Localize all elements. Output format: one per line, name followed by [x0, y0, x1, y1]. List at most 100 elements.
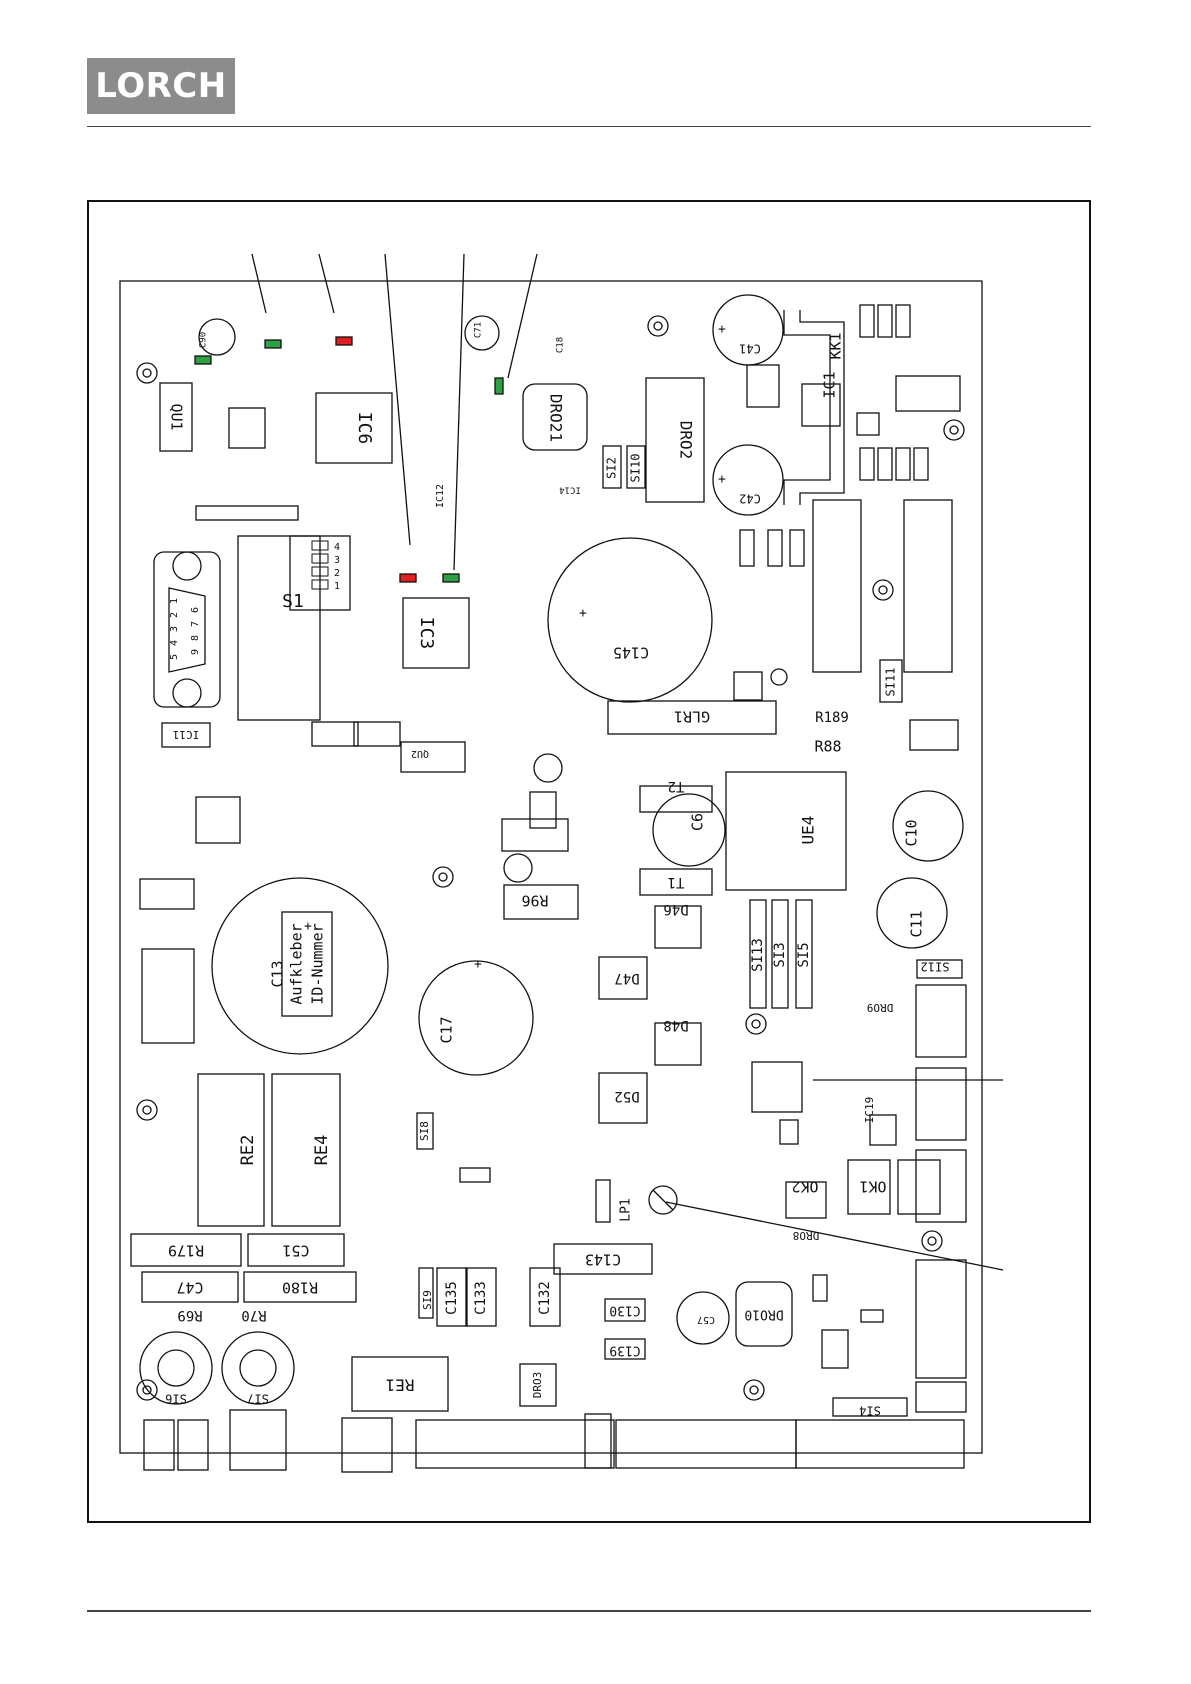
- component-label-ic19: IC19: [863, 1097, 876, 1124]
- component-label-c143: C143: [585, 1251, 621, 1269]
- logo-text: LORCH: [95, 66, 227, 106]
- capacitor: [876, 877, 948, 949]
- component-label-ic12: IC12: [435, 484, 446, 508]
- component-label-ic1: IC1: [821, 371, 839, 398]
- component-label-si7: SI7: [247, 1392, 269, 1406]
- capacitor: [198, 318, 236, 356]
- component-label-d46: D46: [663, 901, 688, 917]
- dsub-pin-number: 5: [169, 654, 180, 660]
- component-label-si3: SI3: [772, 942, 788, 967]
- polarity-plus: +: [579, 606, 587, 621]
- mounting-holes: [136, 315, 965, 1401]
- capacitor: [533, 753, 563, 783]
- component-label-r69: R69: [177, 1307, 202, 1323]
- component-label-c6: C6: [689, 813, 707, 831]
- component-label-r179: R179: [168, 1242, 204, 1260]
- component-label-c135: C135: [444, 1281, 460, 1315]
- diagram-frame: [87, 200, 1091, 1523]
- component-label-si5: SI5: [796, 942, 812, 967]
- dsub-pin-number: 3: [169, 626, 180, 632]
- component-label-dro21: DRO21: [547, 394, 566, 442]
- component-label-glr1: GLR1: [674, 708, 710, 726]
- dsub-pin-number: 9: [190, 649, 201, 655]
- dsub-pin-number: 7: [190, 621, 201, 627]
- component-label-si10: SI10: [629, 454, 643, 483]
- capacitor: [211, 877, 389, 1055]
- component-label-re4: RE4: [312, 1135, 332, 1166]
- dip-switch: [311, 540, 329, 551]
- component-label-c10: C10: [903, 819, 921, 846]
- capacitor: [464, 315, 500, 351]
- component-label-ic11: IC11: [173, 728, 200, 741]
- dip-switch-number: 1: [334, 581, 340, 592]
- led-green: [442, 573, 460, 583]
- polarity-plus: +: [718, 322, 726, 337]
- component-label-c18: C18: [556, 337, 566, 353]
- dsub-pin-number: 6: [190, 607, 201, 613]
- callout-line: [318, 253, 335, 314]
- dip-switch: [311, 553, 329, 564]
- component-label-qu2: QU2: [411, 748, 429, 759]
- callout-line: [453, 253, 465, 571]
- component-label-d47: D47: [614, 970, 639, 986]
- component-label-ic6: IC6: [354, 412, 375, 445]
- footer-rule: [87, 1610, 1091, 1612]
- component-label-d48: D48: [663, 1017, 688, 1033]
- component-label-r180: R180: [282, 1279, 318, 1297]
- component-label-ue4: UE4: [799, 816, 818, 845]
- component-label-t1: T1: [668, 874, 685, 890]
- callout-line: [665, 1201, 1004, 1271]
- header-rule: [87, 126, 1091, 127]
- component-label-c13: C13: [269, 960, 287, 987]
- component-label-d52: D52: [614, 1088, 639, 1104]
- capacitor: [503, 853, 533, 883]
- component-label-dro9: DRO9: [867, 1001, 894, 1014]
- component-label-lp1: LP1: [619, 1198, 634, 1221]
- component-label-c139: C139: [609, 1343, 640, 1358]
- component-label-dro8: DRO8: [793, 1229, 820, 1242]
- dsub-connector: [153, 551, 221, 708]
- component-label-c133: C133: [473, 1281, 489, 1315]
- capacitor: [418, 960, 534, 1076]
- component-label-c132: C132: [537, 1281, 553, 1315]
- polarity-plus: +: [304, 919, 312, 934]
- dip-switch-number: 4: [334, 542, 340, 553]
- trimmer: [157, 1349, 195, 1387]
- component-label-qu1: QU1: [168, 403, 186, 430]
- misc-components: [130, 304, 967, 1473]
- component-label-r70: R70: [241, 1307, 266, 1323]
- component-label-ok2: OK2: [791, 1178, 818, 1196]
- component-label-ic3: IC3: [416, 617, 437, 650]
- led-red: [399, 573, 417, 583]
- component-label-c130: C130: [609, 1303, 640, 1318]
- component-label-r189: R189: [815, 710, 849, 726]
- component-label-c47: C47: [176, 1279, 203, 1297]
- component-label-c145: C145: [613, 644, 649, 662]
- sticker-text-line1: Aufkleber: [288, 923, 306, 1004]
- component-label-re2: RE2: [238, 1135, 258, 1166]
- component-label-c41: C41: [739, 342, 761, 356]
- callout-line: [384, 253, 411, 546]
- capacitor: [676, 1291, 730, 1345]
- trimmer: [239, 1349, 277, 1387]
- dsub-pin-number: 4: [169, 640, 180, 646]
- capacitor: [712, 444, 784, 516]
- pcb-outline: [119, 280, 983, 1454]
- component-label-si9: SI9: [421, 1290, 434, 1310]
- component-label-kk1: KK1: [827, 332, 845, 359]
- component-label-t2: T2: [668, 778, 685, 794]
- component-label-si11: SI11: [884, 668, 898, 697]
- capacitor: [547, 537, 713, 703]
- dip-switch: [311, 579, 329, 590]
- component-label-ic14: IC14: [559, 485, 581, 495]
- led-green: [194, 355, 212, 365]
- component-label-r96: R96: [521, 892, 548, 910]
- component-label-si8: SI8: [418, 1121, 431, 1141]
- dsub-pin-number: 8: [190, 635, 201, 641]
- component-label-c90: C90: [199, 332, 209, 348]
- dip-switch-number: 2: [334, 568, 340, 579]
- led-green: [494, 377, 504, 395]
- component-label-si12: SI12: [921, 960, 950, 974]
- component-label-c71: C71: [474, 322, 484, 338]
- dsub-pin-number: 2: [169, 612, 180, 618]
